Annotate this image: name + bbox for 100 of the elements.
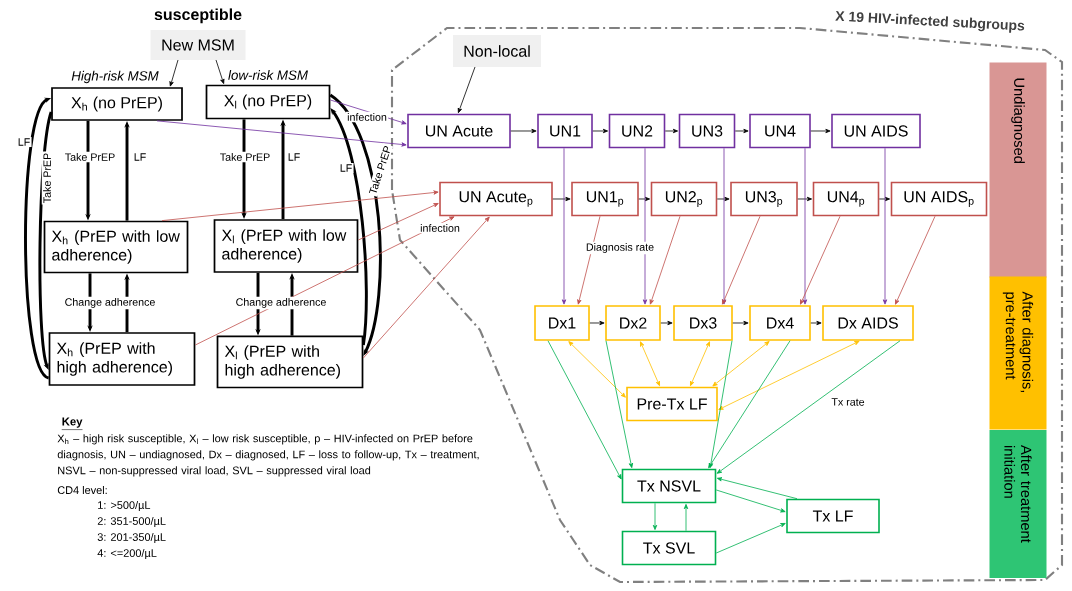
- key-text: CD4 level:: [57, 486, 107, 494]
- state-box: X$_{h}$ (PrEP with high adherence): [48, 332, 196, 386]
- arrow: [362, 216, 490, 359]
- state-box: X$_{l}$ (PrEP with low adherence): [213, 219, 359, 273]
- state-box: UN1$_{p}$: [571, 181, 639, 217]
- arrow: [552, 196, 571, 202]
- key-text: 1: >500/µL: [98, 500, 151, 512]
- arrow: [800, 215, 841, 305]
- state-box: Pre-Tx LF: [626, 386, 718, 422]
- edge-label: infection: [345, 111, 389, 123]
- state-box: UN2: [608, 113, 666, 149]
- edge-label: Take PrEP: [63, 151, 117, 163]
- arrow: [169, 59, 179, 87]
- arrow: [721, 147, 727, 305]
- arrow: [38, 111, 53, 370]
- state-box: UN4$_{p}$: [812, 181, 880, 217]
- source-box: New MSM: [150, 30, 246, 60]
- state-box: X$_{l}$ (no PrEP): [205, 84, 331, 120]
- arrow: [330, 108, 368, 346]
- state-box: Dx AIDS: [822, 305, 914, 341]
- arrow: [605, 340, 634, 469]
- arrow: [732, 320, 749, 326]
- arrow: [329, 93, 382, 356]
- edge-label: LF: [338, 163, 354, 173]
- edge-label: Change adherence: [234, 296, 328, 310]
- arrow: [734, 128, 749, 134]
- edge-label: Change adherence: [63, 296, 157, 310]
- source-box: Non-local: [453, 35, 541, 67]
- phase-band: After treatment initiation: [989, 430, 1047, 578]
- arrow: [457, 66, 476, 114]
- arrow: [640, 341, 660, 387]
- arrow: [716, 340, 901, 474]
- arrow: [708, 340, 791, 469]
- edge-label: Take PrEP: [218, 151, 272, 163]
- arrow: [810, 128, 831, 134]
- arrow: [878, 196, 891, 202]
- arrow: [716, 196, 730, 202]
- state-box: Dx2: [605, 305, 661, 341]
- key-text: X$_{h}$ – high risk susceptible, X$_{l}$ – low risk susceptible, p – HIV-infected on PrEP before diagnosis, UN – undiagnosed, Dx – diagnosed, LF – loss to follow-up, Tx – treatment, NSVL – non-suppressed viral load, SVL – suppressed viral load: [57, 434, 479, 477]
- arrow: [329, 99, 407, 125]
- arrow: [577, 215, 601, 305]
- arrow: [161, 190, 439, 222]
- state-box: Tx LF: [786, 498, 880, 534]
- state-box: Dx3: [673, 305, 733, 341]
- edge-label: infection: [418, 222, 462, 234]
- arrow: [882, 147, 888, 305]
- state-box: UN1: [537, 113, 593, 149]
- arrow: [715, 523, 786, 554]
- state-box: UN3$_{p}$: [730, 181, 798, 217]
- key-heading: Key: [61, 417, 83, 430]
- state-box: UN4: [749, 113, 811, 149]
- state-box: UN AIDS$_{p}$: [890, 181, 988, 217]
- group-heading: X 19 HIV-infected subgroups: [835, 11, 1025, 33]
- arrow: [638, 196, 651, 202]
- state-box: UN Acute$_{p}$: [439, 181, 553, 217]
- state-box: UN3: [678, 113, 736, 149]
- key-text: 4: <=200/µL: [97, 548, 157, 560]
- state-box: Dx1: [534, 305, 590, 341]
- key-text: 2: 351-500/µL: [97, 516, 166, 528]
- edge-label: LF: [132, 152, 148, 162]
- arrow: [664, 128, 679, 134]
- arrow: [895, 215, 936, 305]
- state-box: Dx4: [749, 305, 811, 341]
- arrow: [156, 120, 407, 147]
- arrow: [561, 147, 567, 305]
- group-label: High-risk MSM: [71, 70, 159, 84]
- state-box: X$_{h}$ (no PrEP): [51, 87, 183, 121]
- state-box: UN AIDS: [831, 113, 921, 149]
- phase-band: Undiagnosed: [989, 62, 1047, 278]
- state-box: UN Acute: [407, 113, 511, 149]
- phase-band: After diagnosis, pre-treatment: [989, 276, 1047, 430]
- arrow: [690, 341, 710, 387]
- arrow: [683, 503, 689, 532]
- state-box: Tx NSVL: [621, 468, 717, 504]
- arrow: [589, 320, 605, 326]
- edge-label: LF: [16, 137, 32, 147]
- state-box: X$_{h}$ (PrEP with low adherence): [43, 220, 189, 274]
- arrow: [797, 196, 812, 202]
- edge-label: Diagnosis rate: [584, 241, 656, 255]
- arrow: [642, 147, 648, 305]
- arrow: [810, 320, 822, 326]
- arrow: [715, 489, 786, 513]
- arrow: [802, 147, 808, 305]
- arrow: [215, 59, 225, 84]
- key-text: 3: 201-350/µL: [97, 532, 166, 544]
- state-box: X$_{l}$ (PrEP with high adherence): [216, 335, 364, 389]
- arrow: [652, 502, 658, 530]
- arrow: [510, 128, 537, 134]
- arrow: [660, 320, 673, 326]
- arrow: [708, 340, 733, 469]
- arrow: [357, 203, 439, 241]
- heading: susceptible: [154, 8, 242, 24]
- edge-label: Tx rate: [830, 396, 866, 408]
- edge-label: Take PrEP: [366, 143, 394, 197]
- arrow: [716, 477, 798, 500]
- arrow: [649, 215, 681, 305]
- arrow: [712, 341, 770, 387]
- arrow: [547, 340, 622, 480]
- state-box: Tx SVL: [621, 530, 717, 566]
- arrow: [568, 341, 626, 398]
